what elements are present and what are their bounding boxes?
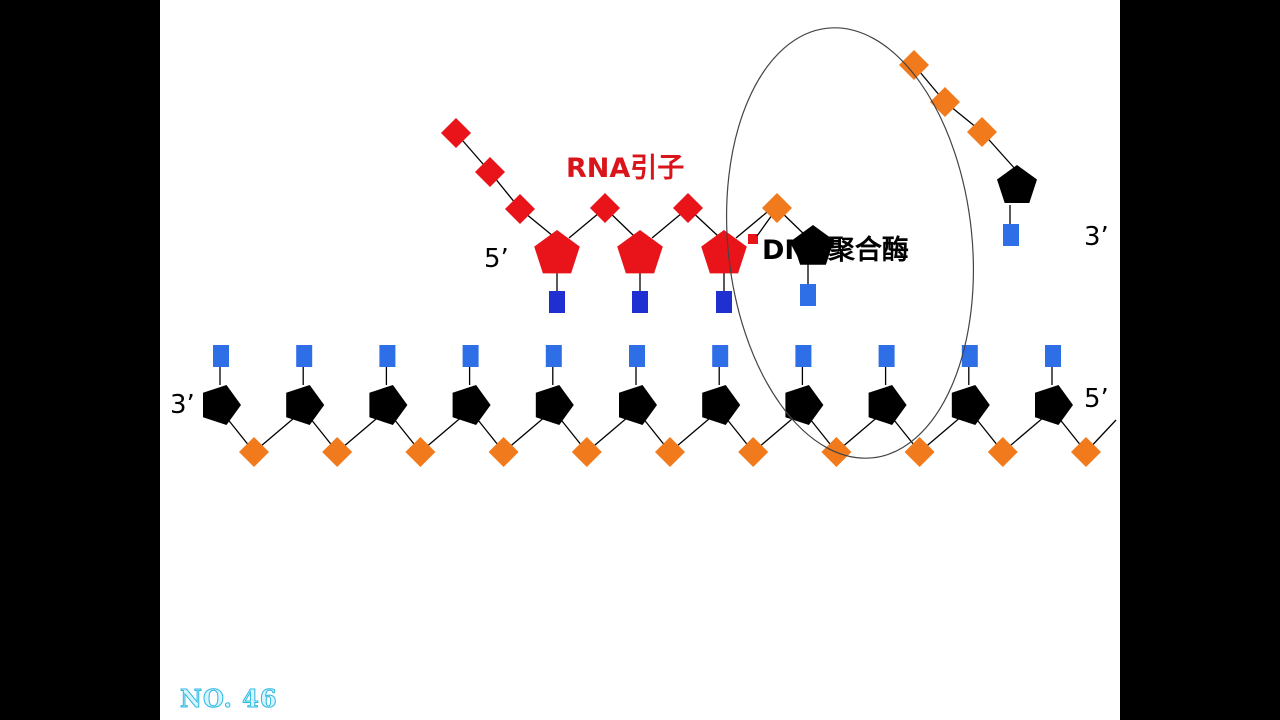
template-base	[545, 345, 562, 367]
template-phosphate	[405, 437, 436, 467]
template-phosphate	[1071, 437, 1101, 467]
primer-ribose	[534, 230, 580, 274]
template-base	[878, 345, 895, 367]
replication-diagram	[203, 27, 1117, 467]
template-phosphate	[655, 437, 685, 467]
primer-base	[549, 291, 565, 313]
incoming-phosphate	[967, 117, 997, 147]
template-deoxyribose	[702, 385, 741, 425]
dna-polymerase-label: DNA聚合酶	[762, 235, 909, 266]
template-phosphate	[738, 437, 769, 467]
template-base	[712, 345, 729, 367]
incoming-phosphate	[899, 50, 929, 80]
dna-polymerase-outline	[725, 27, 975, 459]
template-5-prime-label: 5’	[1084, 384, 1109, 414]
template-base	[961, 345, 978, 367]
template-phosphate	[904, 437, 935, 467]
template-phosphate	[571, 437, 602, 467]
template-base	[213, 345, 229, 367]
primer-phosphate	[590, 193, 620, 223]
primer-base	[716, 291, 732, 313]
new-dna-base	[800, 284, 816, 306]
template-deoxyribose	[619, 385, 657, 425]
new-dna-deoxyribose	[792, 225, 834, 265]
template-base	[629, 345, 645, 367]
template-deoxyribose	[369, 385, 408, 425]
incoming-deoxyribose	[997, 165, 1037, 203]
primer-3-end-marker	[748, 234, 758, 244]
template-3-prime-label: 3’	[170, 390, 195, 420]
primer-5-prime-label: 5’	[484, 244, 509, 274]
incoming-base	[1003, 224, 1019, 246]
primer-phosphate	[475, 157, 505, 187]
template-deoxyribose	[868, 385, 907, 425]
template-deoxyribose	[203, 385, 241, 425]
template-phosphate	[488, 437, 519, 467]
primer-base	[632, 291, 648, 313]
template-base	[379, 345, 396, 367]
template-deoxyribose	[785, 385, 824, 425]
template-base	[1045, 345, 1061, 367]
rna-primer-label: RNA引子	[566, 153, 685, 184]
incoming-phosphate	[930, 87, 960, 117]
page-number: NO. 46	[180, 684, 278, 714]
primer-ribose	[701, 230, 747, 274]
template-deoxyribose	[1035, 385, 1073, 425]
template-base	[795, 345, 812, 367]
template-deoxyribose	[286, 385, 325, 425]
template-deoxyribose	[452, 385, 491, 425]
template-phosphate	[239, 437, 269, 467]
primer-ribose	[617, 230, 663, 274]
slide: RNA引子 DNA聚合酶 5’ 3’ 3’ 5’ NO. 46	[160, 0, 1120, 720]
primer-phosphate	[673, 193, 703, 223]
template-base	[462, 345, 479, 367]
template-phosphate	[987, 437, 1018, 467]
top-3-prime-label: 3’	[1084, 222, 1109, 252]
primer-phosphate	[441, 118, 471, 148]
template-phosphate	[322, 437, 353, 467]
primer-backbone-bond	[735, 207, 773, 239]
template-deoxyribose	[951, 385, 990, 425]
new-dna-phosphate	[762, 193, 792, 223]
template-deoxyribose	[535, 385, 574, 425]
primer-phosphate	[505, 194, 535, 224]
template-base	[296, 345, 313, 367]
